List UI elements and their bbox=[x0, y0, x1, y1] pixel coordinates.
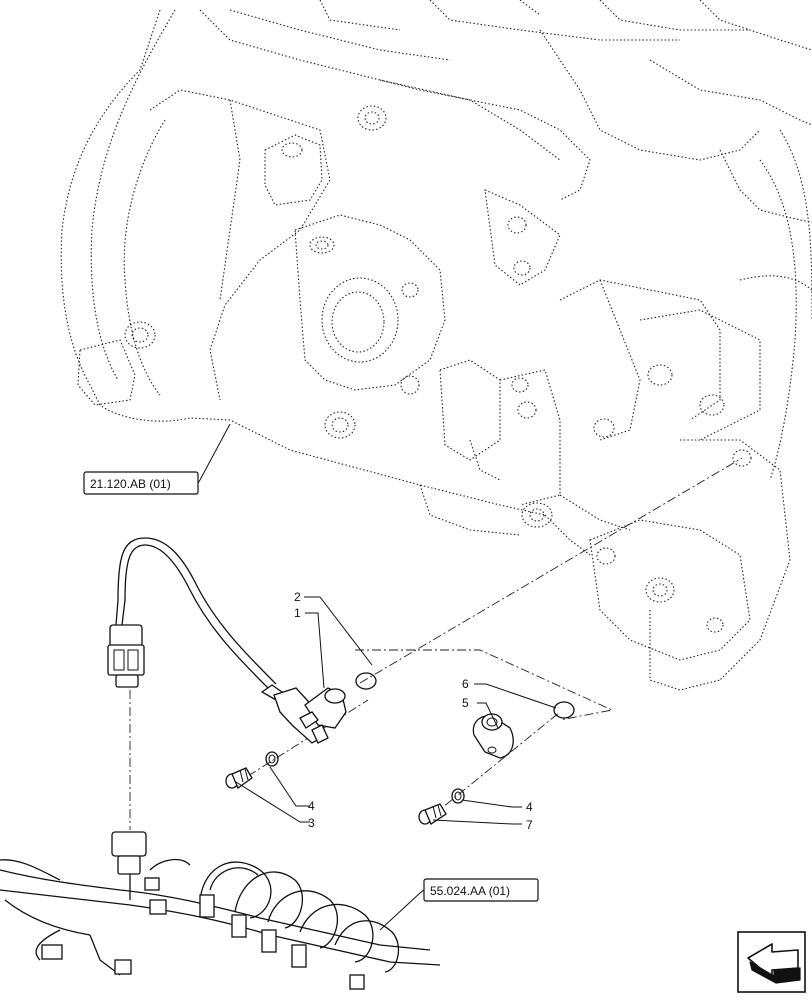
callout-labels: 2 1 4 3 6 5 4 7 bbox=[294, 590, 533, 832]
o-ring-6 bbox=[553, 701, 575, 719]
callout-1: 1 bbox=[294, 606, 301, 620]
cover-plug-5 bbox=[472, 713, 514, 759]
callout-2: 2 bbox=[294, 590, 301, 604]
ref-housing-label[interactable]: 21.120.AB (01) bbox=[90, 477, 171, 491]
speed-sensor bbox=[260, 684, 347, 744]
callout-6: 6 bbox=[462, 677, 469, 691]
plug-connector bbox=[107, 624, 145, 688]
callout-4-left: 4 bbox=[308, 799, 315, 813]
callout-7: 7 bbox=[526, 818, 533, 832]
speed-sensor-cable bbox=[115, 537, 277, 691]
callout-4-right: 4 bbox=[526, 800, 533, 814]
nav-arrow-icon[interactable] bbox=[737, 931, 806, 993]
ref-box-harness[interactable]: 55.024.AA (01) bbox=[423, 878, 539, 902]
callout-5: 5 bbox=[462, 696, 469, 710]
transmission-housing bbox=[60, 0, 812, 691]
ref-box-housing[interactable]: 21.120.AB (01) bbox=[83, 471, 199, 495]
leader-lines bbox=[197, 423, 557, 931]
screw-7 bbox=[418, 803, 447, 825]
wiring-harness bbox=[0, 831, 441, 990]
washer-4-right bbox=[451, 788, 465, 804]
ref-harness-label[interactable]: 55.024.AA (01) bbox=[430, 884, 510, 898]
washer-4-left bbox=[265, 751, 279, 767]
callout-3: 3 bbox=[308, 816, 315, 830]
o-ring-2 bbox=[355, 672, 377, 690]
screw-3 bbox=[225, 767, 253, 789]
